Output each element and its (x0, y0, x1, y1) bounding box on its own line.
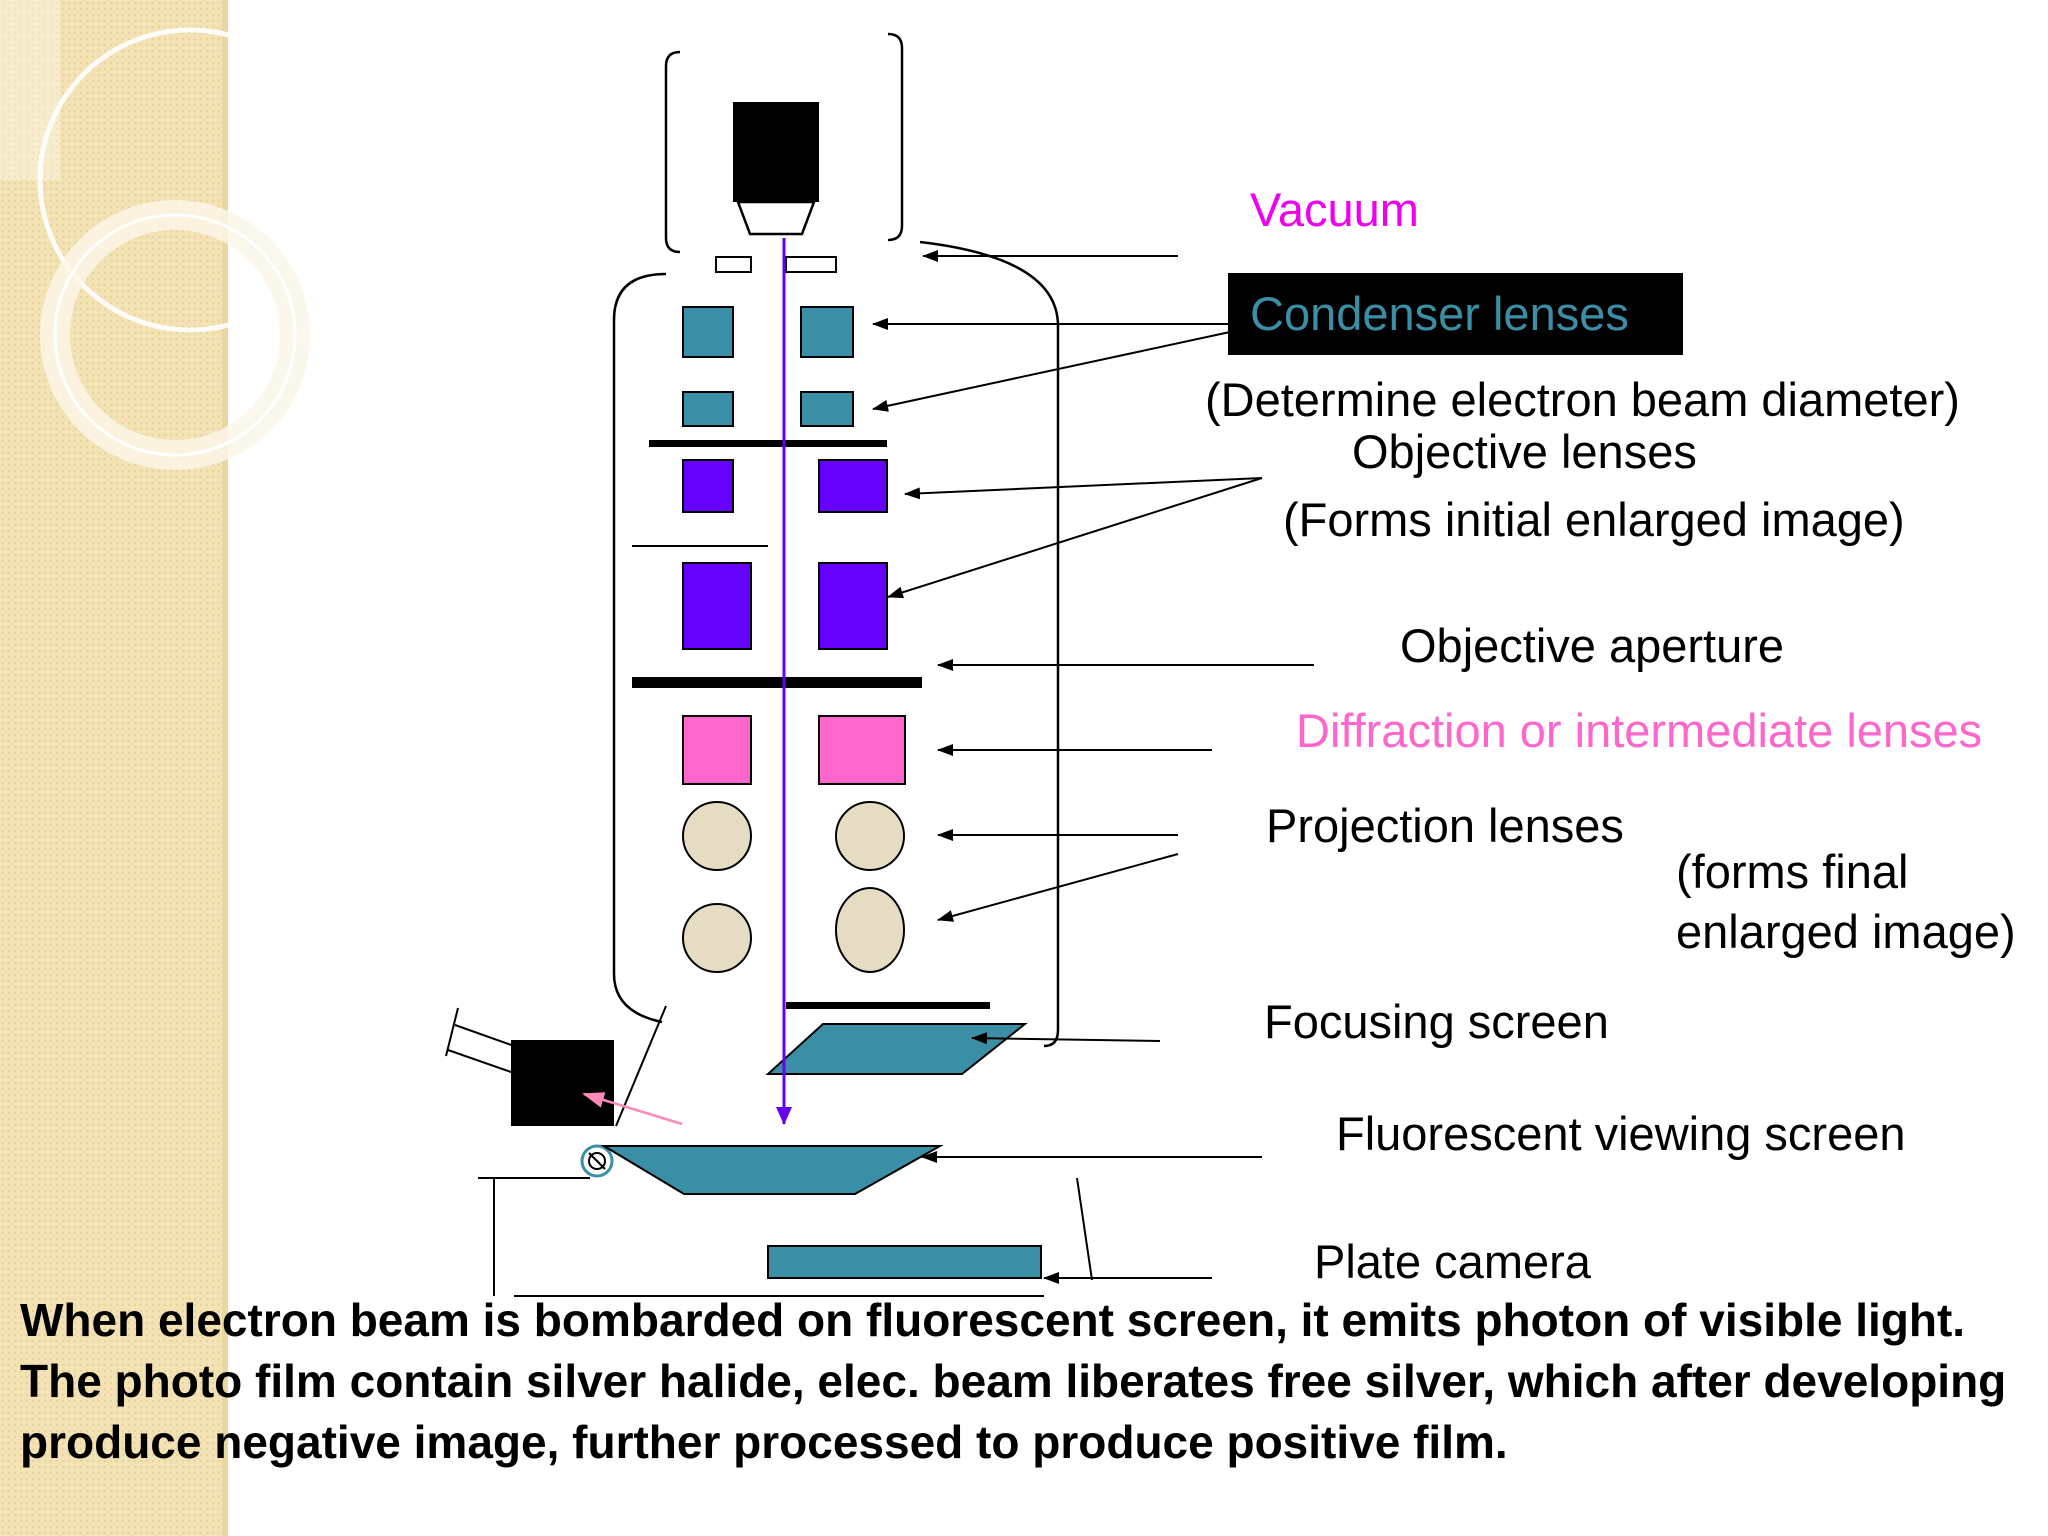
diffraction-lenses-label: Diffraction or intermediate lenses (1296, 704, 1983, 757)
projection-lenses-label: Projection lenses (1266, 799, 1624, 852)
condenser-lenses (682, 306, 854, 427)
projection-note-line2: enlarged image) (1676, 905, 2016, 958)
decorative-side-panel (0, 0, 343, 1536)
pointer-arrows (872, 250, 1314, 1284)
caption-text: When electron beam is bombarded on fluor… (20, 1294, 2007, 1468)
objective-lenses (632, 459, 888, 650)
focusing-screen (765, 1002, 1028, 1075)
vacuum-label: Vacuum (1250, 183, 1419, 236)
condenser-note-label: (Determine electron beam diameter) (1205, 373, 1960, 426)
column-outline (612, 240, 1060, 1048)
diffraction-lenses (682, 715, 906, 785)
condenser-aperture-bar (649, 440, 887, 447)
projection-note-line1: (forms final (1676, 845, 1909, 898)
plate-camera (478, 1177, 1093, 1297)
focusing-screen-label: Focusing screen (1264, 995, 1609, 1048)
projection-lenses (682, 801, 905, 973)
side-camera (445, 1005, 683, 1127)
plate-camera-label: Plate camera (1314, 1235, 1591, 1288)
objective-aperture-bar (632, 677, 922, 688)
objective-aperture-label: Objective aperture (1400, 619, 1785, 672)
fluorescent-viewing-screen (580, 1144, 944, 1195)
electron-gun (664, 32, 904, 273)
fluorescent-screen-label: Fluorescent viewing screen (1336, 1107, 1906, 1160)
objective-lenses-label: Objective lenses (1352, 425, 1697, 478)
objective-note-label: (Forms initial enlarged image) (1283, 493, 1905, 546)
condenser-label-box (1228, 273, 1683, 355)
condenser-lenses-label: Condenser lenses (1250, 287, 1629, 340)
